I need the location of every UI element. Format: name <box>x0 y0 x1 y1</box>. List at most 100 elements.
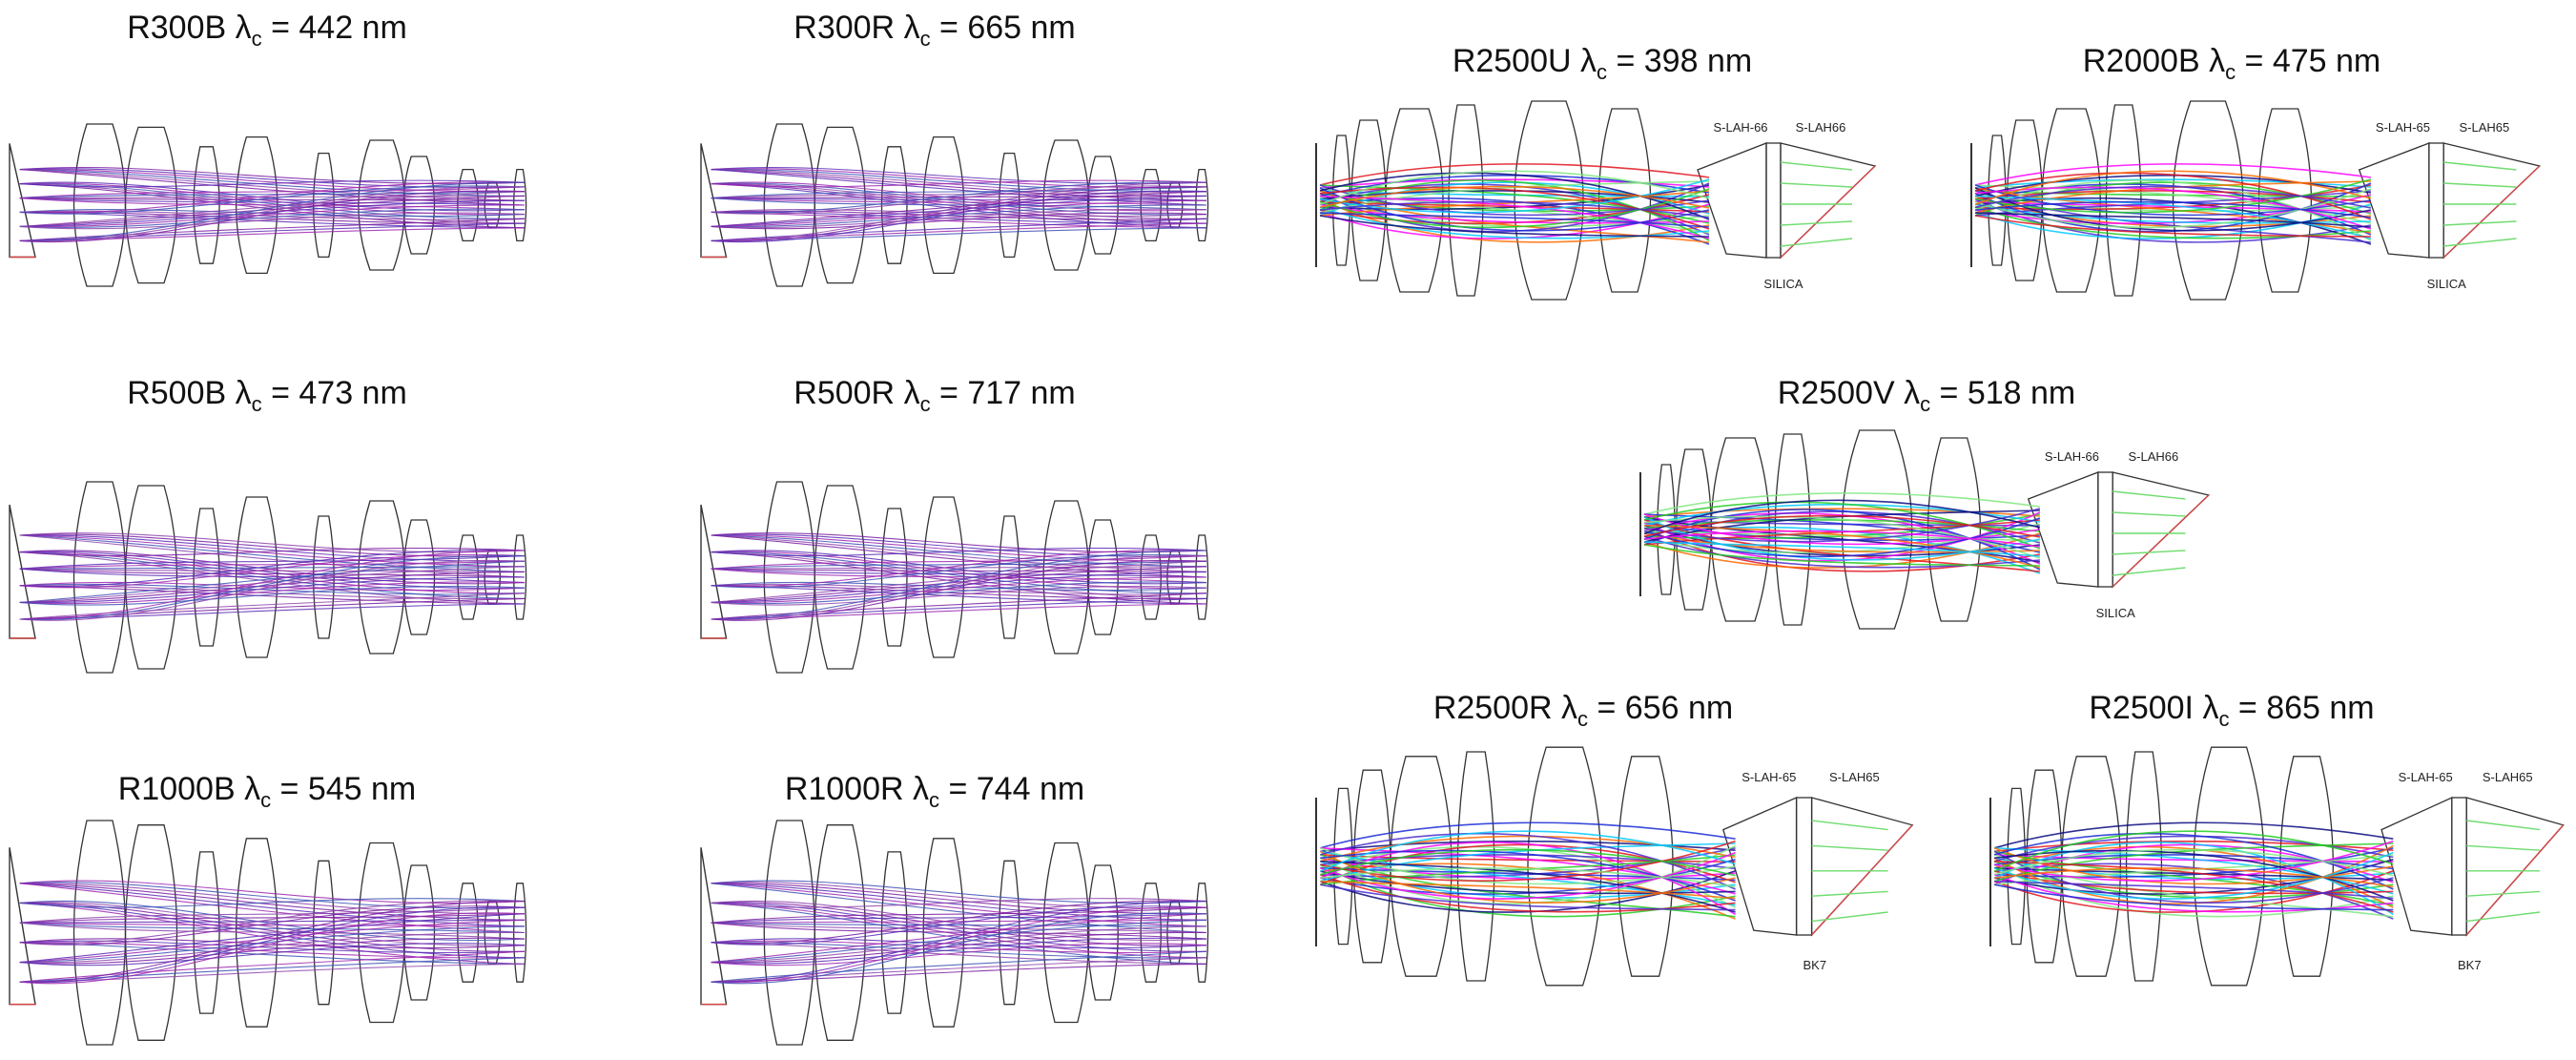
glass-material-label: S-LAH66 <box>1795 120 1846 135</box>
light-ray <box>19 901 526 983</box>
light-ray <box>1320 845 1736 908</box>
prism-outline <box>1780 142 1877 260</box>
light-ray <box>1319 200 1710 218</box>
light-ray <box>1974 206 2371 239</box>
lens-outline <box>1390 756 1453 977</box>
light-ray <box>711 186 1207 242</box>
light-ray <box>1320 883 1736 911</box>
prism-base <box>2465 824 2565 936</box>
ray-trace-diagram <box>1989 746 2565 987</box>
lambda-value: = 665 nm <box>939 10 1076 46</box>
light-ray <box>1974 215 2371 238</box>
light-ray <box>1319 178 1710 189</box>
light-ray <box>1993 830 2394 872</box>
light-ray <box>19 195 526 199</box>
light-ray <box>1320 870 1736 913</box>
light-ray <box>19 581 526 605</box>
light-ray <box>2443 161 2517 171</box>
light-ray <box>1780 182 1853 188</box>
lens-outline <box>1927 437 1981 622</box>
lens-outline <box>1195 168 1209 242</box>
grating-name: R500R <box>793 375 896 411</box>
light-ray <box>19 922 526 934</box>
light-ray <box>711 925 1207 964</box>
grating-name: R2500I <box>2089 690 2195 726</box>
light-ray <box>711 566 1207 603</box>
light-ray <box>1993 873 2394 913</box>
prism-outline <box>2465 797 2565 937</box>
light-ray <box>711 560 1207 603</box>
light-ray <box>711 218 1207 241</box>
light-ray <box>711 169 1207 206</box>
light-ray <box>1319 215 1710 238</box>
light-ray <box>711 181 1207 212</box>
light-ray <box>1319 179 1710 241</box>
light-ray <box>1974 185 2372 209</box>
ray-trace-diagram <box>700 820 1209 1046</box>
lambda-value: = 442 nm <box>271 10 407 46</box>
light-ray <box>1320 859 1736 895</box>
glass-material-label: BK7 <box>2458 958 2482 972</box>
light-ray <box>1319 170 1710 206</box>
light-ray <box>19 950 526 983</box>
light-ray <box>1319 206 1710 239</box>
ray-trace-diagram <box>1315 746 1914 987</box>
light-ray <box>711 937 1207 965</box>
light-ray <box>1993 845 2394 908</box>
light-ray <box>2112 550 2186 555</box>
lens-outline <box>2061 756 2122 977</box>
light-ray <box>19 181 526 214</box>
light-ray <box>1319 194 1710 225</box>
light-ray <box>1319 163 1710 186</box>
panel-title: R2500I λc = 865 nm <box>2089 690 2374 732</box>
light-ray <box>711 210 1207 220</box>
light-ray <box>711 208 1207 228</box>
light-ray <box>1993 835 2394 863</box>
lens-outline <box>763 820 815 1046</box>
light-ray <box>711 550 1207 620</box>
light-ray <box>19 902 526 946</box>
light-ray <box>711 902 1207 965</box>
lens-outline <box>2172 100 2244 301</box>
light-ray <box>19 902 526 952</box>
lambda-symbol: λ <box>903 10 920 46</box>
light-ray <box>19 550 526 585</box>
light-ray <box>1319 185 1710 209</box>
light-ray <box>19 181 526 212</box>
light-ray <box>19 191 526 199</box>
light-ray <box>19 534 526 572</box>
light-ray <box>711 568 1207 572</box>
lambda-subscript: c <box>919 26 931 51</box>
light-ray <box>19 900 526 945</box>
glass-material-label: BK7 <box>1803 958 1827 972</box>
lambda-value: = 656 nm <box>1597 690 1734 726</box>
lambda-subscript: c <box>2218 706 2230 731</box>
light-ray <box>711 559 1207 621</box>
lens-outline <box>358 842 406 1024</box>
light-ray <box>711 585 1207 606</box>
lens-outline <box>72 123 127 287</box>
light-ray <box>2443 238 2517 247</box>
light-ray <box>19 212 526 230</box>
light-ray <box>711 883 1207 927</box>
light-ray <box>19 169 526 197</box>
light-ray <box>1993 843 2394 885</box>
light-ray <box>19 208 526 228</box>
light-ray <box>2443 182 2517 188</box>
light-ray <box>1643 509 2040 543</box>
glass-material-label: S-LAH66 <box>2128 449 2179 464</box>
light-ray <box>1994 880 2394 900</box>
light-ray <box>19 902 526 965</box>
light-ray <box>711 571 1207 603</box>
light-ray <box>1993 870 2394 913</box>
light-ray <box>711 181 1207 214</box>
ray-trace-diagram <box>1970 100 2542 301</box>
lambda-symbol: λ <box>903 375 920 411</box>
lens-outline <box>72 820 127 1046</box>
light-ray <box>1643 532 2041 569</box>
lens-outline <box>1617 756 1674 977</box>
ray-trace-diagram <box>9 481 527 674</box>
light-ray <box>19 943 526 966</box>
light-ray <box>711 568 1207 578</box>
lambda-subscript: c <box>929 787 940 812</box>
